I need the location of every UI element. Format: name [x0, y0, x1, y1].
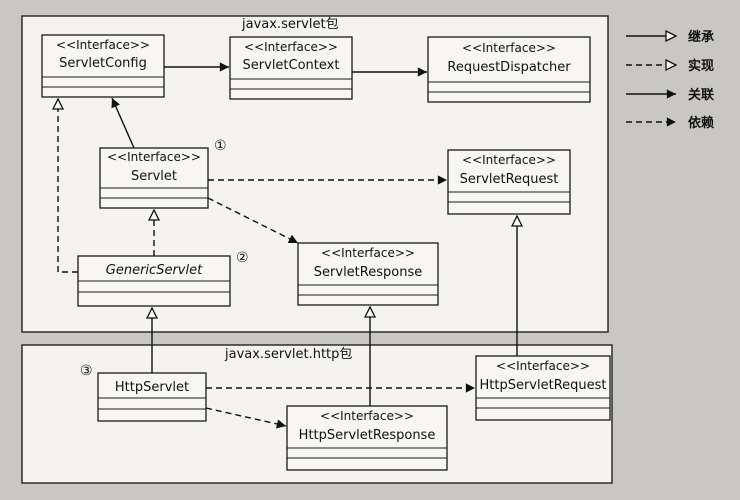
- class-name: Servlet: [131, 169, 177, 184]
- legend-association-label: 关联: [688, 87, 714, 103]
- package-title-javax-servlet-http: javax.servlet.http包: [224, 347, 352, 362]
- legend-dependency-label: 依赖: [688, 115, 714, 131]
- realization-generic-config: [58, 99, 78, 273]
- legend-inheritance-label: 继承: [688, 29, 714, 45]
- stereotype-label: <<Interface>>: [244, 40, 338, 54]
- class-generic-servlet: GenericServlet: [77, 255, 231, 307]
- class-http-servlet-request: <<Interface>> HttpServletRequest: [475, 355, 611, 421]
- class-name: ServletRequest: [460, 172, 559, 187]
- marker-3: ③: [80, 363, 93, 379]
- marker-1: ①: [214, 138, 227, 154]
- legend: 继承 实现 关联 依赖: [626, 29, 714, 131]
- class-servlet-config: <<Interface>> ServletConfig: [41, 34, 165, 98]
- stereotype-label: <<Interface>>: [462, 153, 556, 167]
- stereotype-label: <<Interface>>: [320, 409, 414, 423]
- marker-2: ②: [236, 250, 249, 266]
- association-servlet-config: [111, 97, 135, 149]
- class-servlet-response: <<Interface>> ServletResponse: [297, 242, 439, 306]
- class-name: HttpServletRequest: [479, 378, 606, 393]
- stereotype-label: <<Interface>>: [56, 38, 150, 52]
- legend-realization-label: 实现: [688, 58, 714, 74]
- class-servlet-request: <<Interface>> ServletRequest: [447, 149, 571, 215]
- stereotype-label: <<Interface>>: [321, 246, 415, 260]
- class-name: GenericServlet: [106, 263, 203, 278]
- dependency-servlet-response: [207, 197, 299, 244]
- package-title-javax-servlet: javax.servlet包: [241, 17, 339, 32]
- class-servlet: <<Interface>> Servlet: [99, 147, 209, 209]
- stereotype-label: <<Interface>>: [496, 359, 590, 373]
- dependency-http-response: [205, 407, 287, 429]
- class-request-dispatcher: <<Interface>> RequestDispatcher: [427, 36, 591, 103]
- class-http-servlet-response: <<Interface>> HttpServletResponse: [286, 405, 448, 471]
- class-name: ServletResponse: [314, 265, 422, 280]
- class-servlet-context: <<Interface>> ServletContext: [229, 36, 353, 100]
- class-name: ServletConfig: [59, 56, 147, 71]
- class-name: RequestDispatcher: [447, 60, 571, 75]
- class-name: ServletContext: [243, 58, 340, 73]
- class-name: HttpServletResponse: [299, 428, 436, 443]
- class-http-servlet: HttpServlet: [97, 372, 207, 422]
- stereotype-label: <<Interface>>: [462, 41, 556, 55]
- stereotype-label: <<Interface>>: [107, 150, 201, 164]
- class-name: HttpServlet: [115, 380, 189, 395]
